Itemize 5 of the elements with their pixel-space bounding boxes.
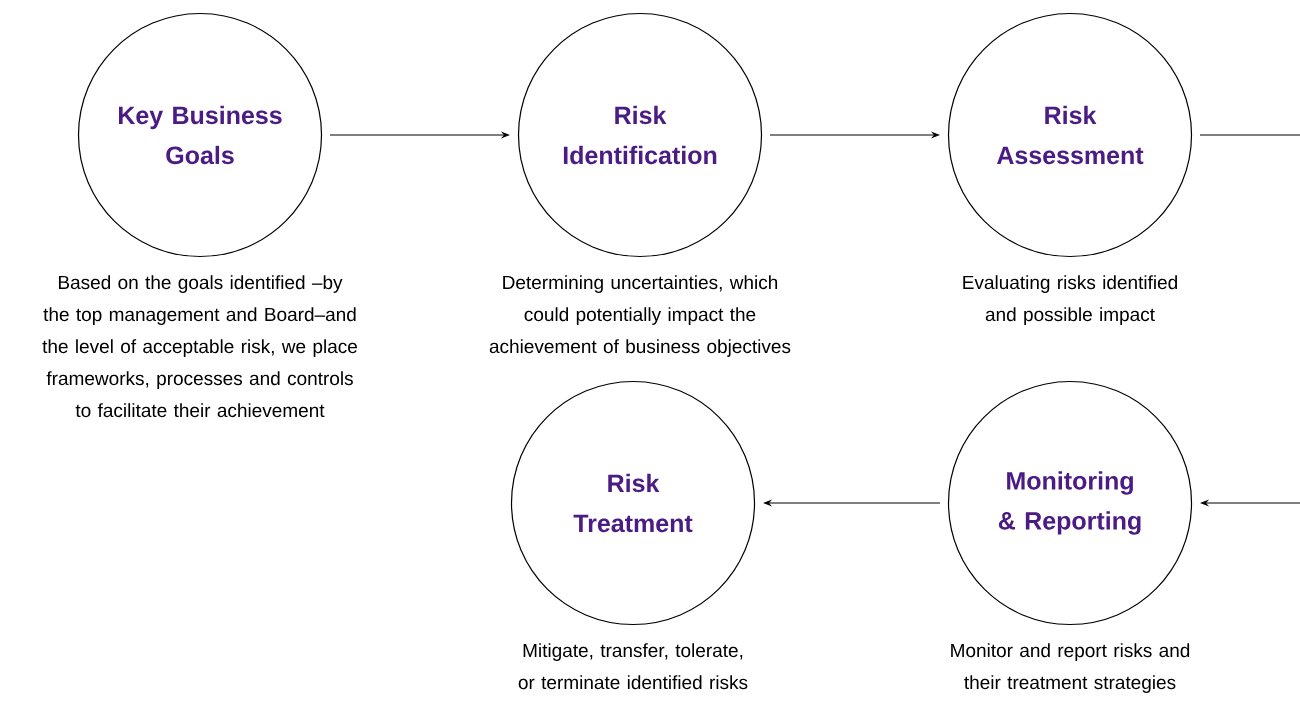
description-text: Based on the goals identified –by the top management and Board–and the level of acceptable risk, we place frameworks, processes and controls to facilitate their achievement <box>42 275 357 418</box>
description-text: Monitor and report risks and their treatment strategies <box>951 643 1190 693</box>
description-text: Determining uncertainties, which could potentially impact the achievement of business objectives <box>489 275 791 357</box>
description-text: Mitigate, transfer, tolerate, or terminate identified risks <box>518 643 748 690</box>
description-text: Evaluating risks identified and possible impact <box>963 275 1177 325</box>
